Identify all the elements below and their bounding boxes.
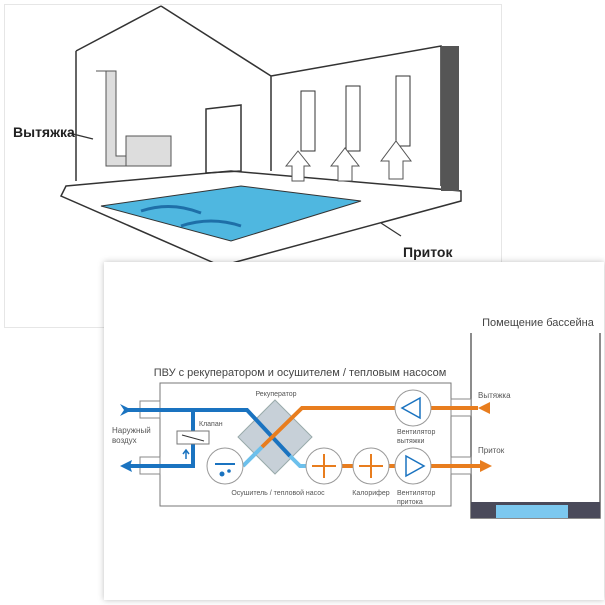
pool-room bbox=[470, 333, 601, 519]
exhaust-fan-label-2: вытяжки bbox=[397, 438, 424, 445]
room-title: Помещение бассейна bbox=[482, 317, 595, 329]
arrow-up-icon bbox=[182, 448, 190, 459]
supply-label: Приток bbox=[478, 446, 505, 455]
supply-fan-label-1: Вентилятор bbox=[397, 490, 435, 497]
exhaust-label: Вытяжка bbox=[478, 391, 511, 400]
ventilation-diagram-panel: ПВУ с рекуператором и осушителем / тепло… bbox=[104, 262, 604, 600]
supply-fan bbox=[394, 447, 432, 485]
exhaust-label: Вытяжка bbox=[13, 124, 75, 140]
pool-room-illustration: Вытяжка Приток bbox=[13, 5, 462, 267]
valve-label: Клапан bbox=[199, 421, 223, 428]
outdoor-air-label-1: Наружный bbox=[112, 426, 151, 435]
valve bbox=[176, 430, 210, 459]
pool-water bbox=[496, 505, 568, 518]
ventilation-diagram: ПВУ с рекуператором и осушителем / тепло… bbox=[112, 317, 601, 519]
supply-label: Приток bbox=[403, 244, 453, 260]
unit-title: ПВУ с рекуператором и осушителем / тепло… bbox=[154, 367, 447, 379]
dehumidifier bbox=[206, 447, 244, 485]
heater-label: Калорифер bbox=[352, 490, 389, 497]
exhaust-fan-label-1: Вентилятор bbox=[397, 429, 435, 436]
recuperator-label: Рекуператор bbox=[255, 391, 296, 398]
supply-fan-label-2: притока bbox=[397, 499, 423, 506]
dehumidifier-label: Осушитель / тепловой насос bbox=[231, 489, 325, 497]
exhaust-fan bbox=[394, 389, 432, 427]
outdoor-air-label-2: воздух bbox=[112, 436, 137, 445]
